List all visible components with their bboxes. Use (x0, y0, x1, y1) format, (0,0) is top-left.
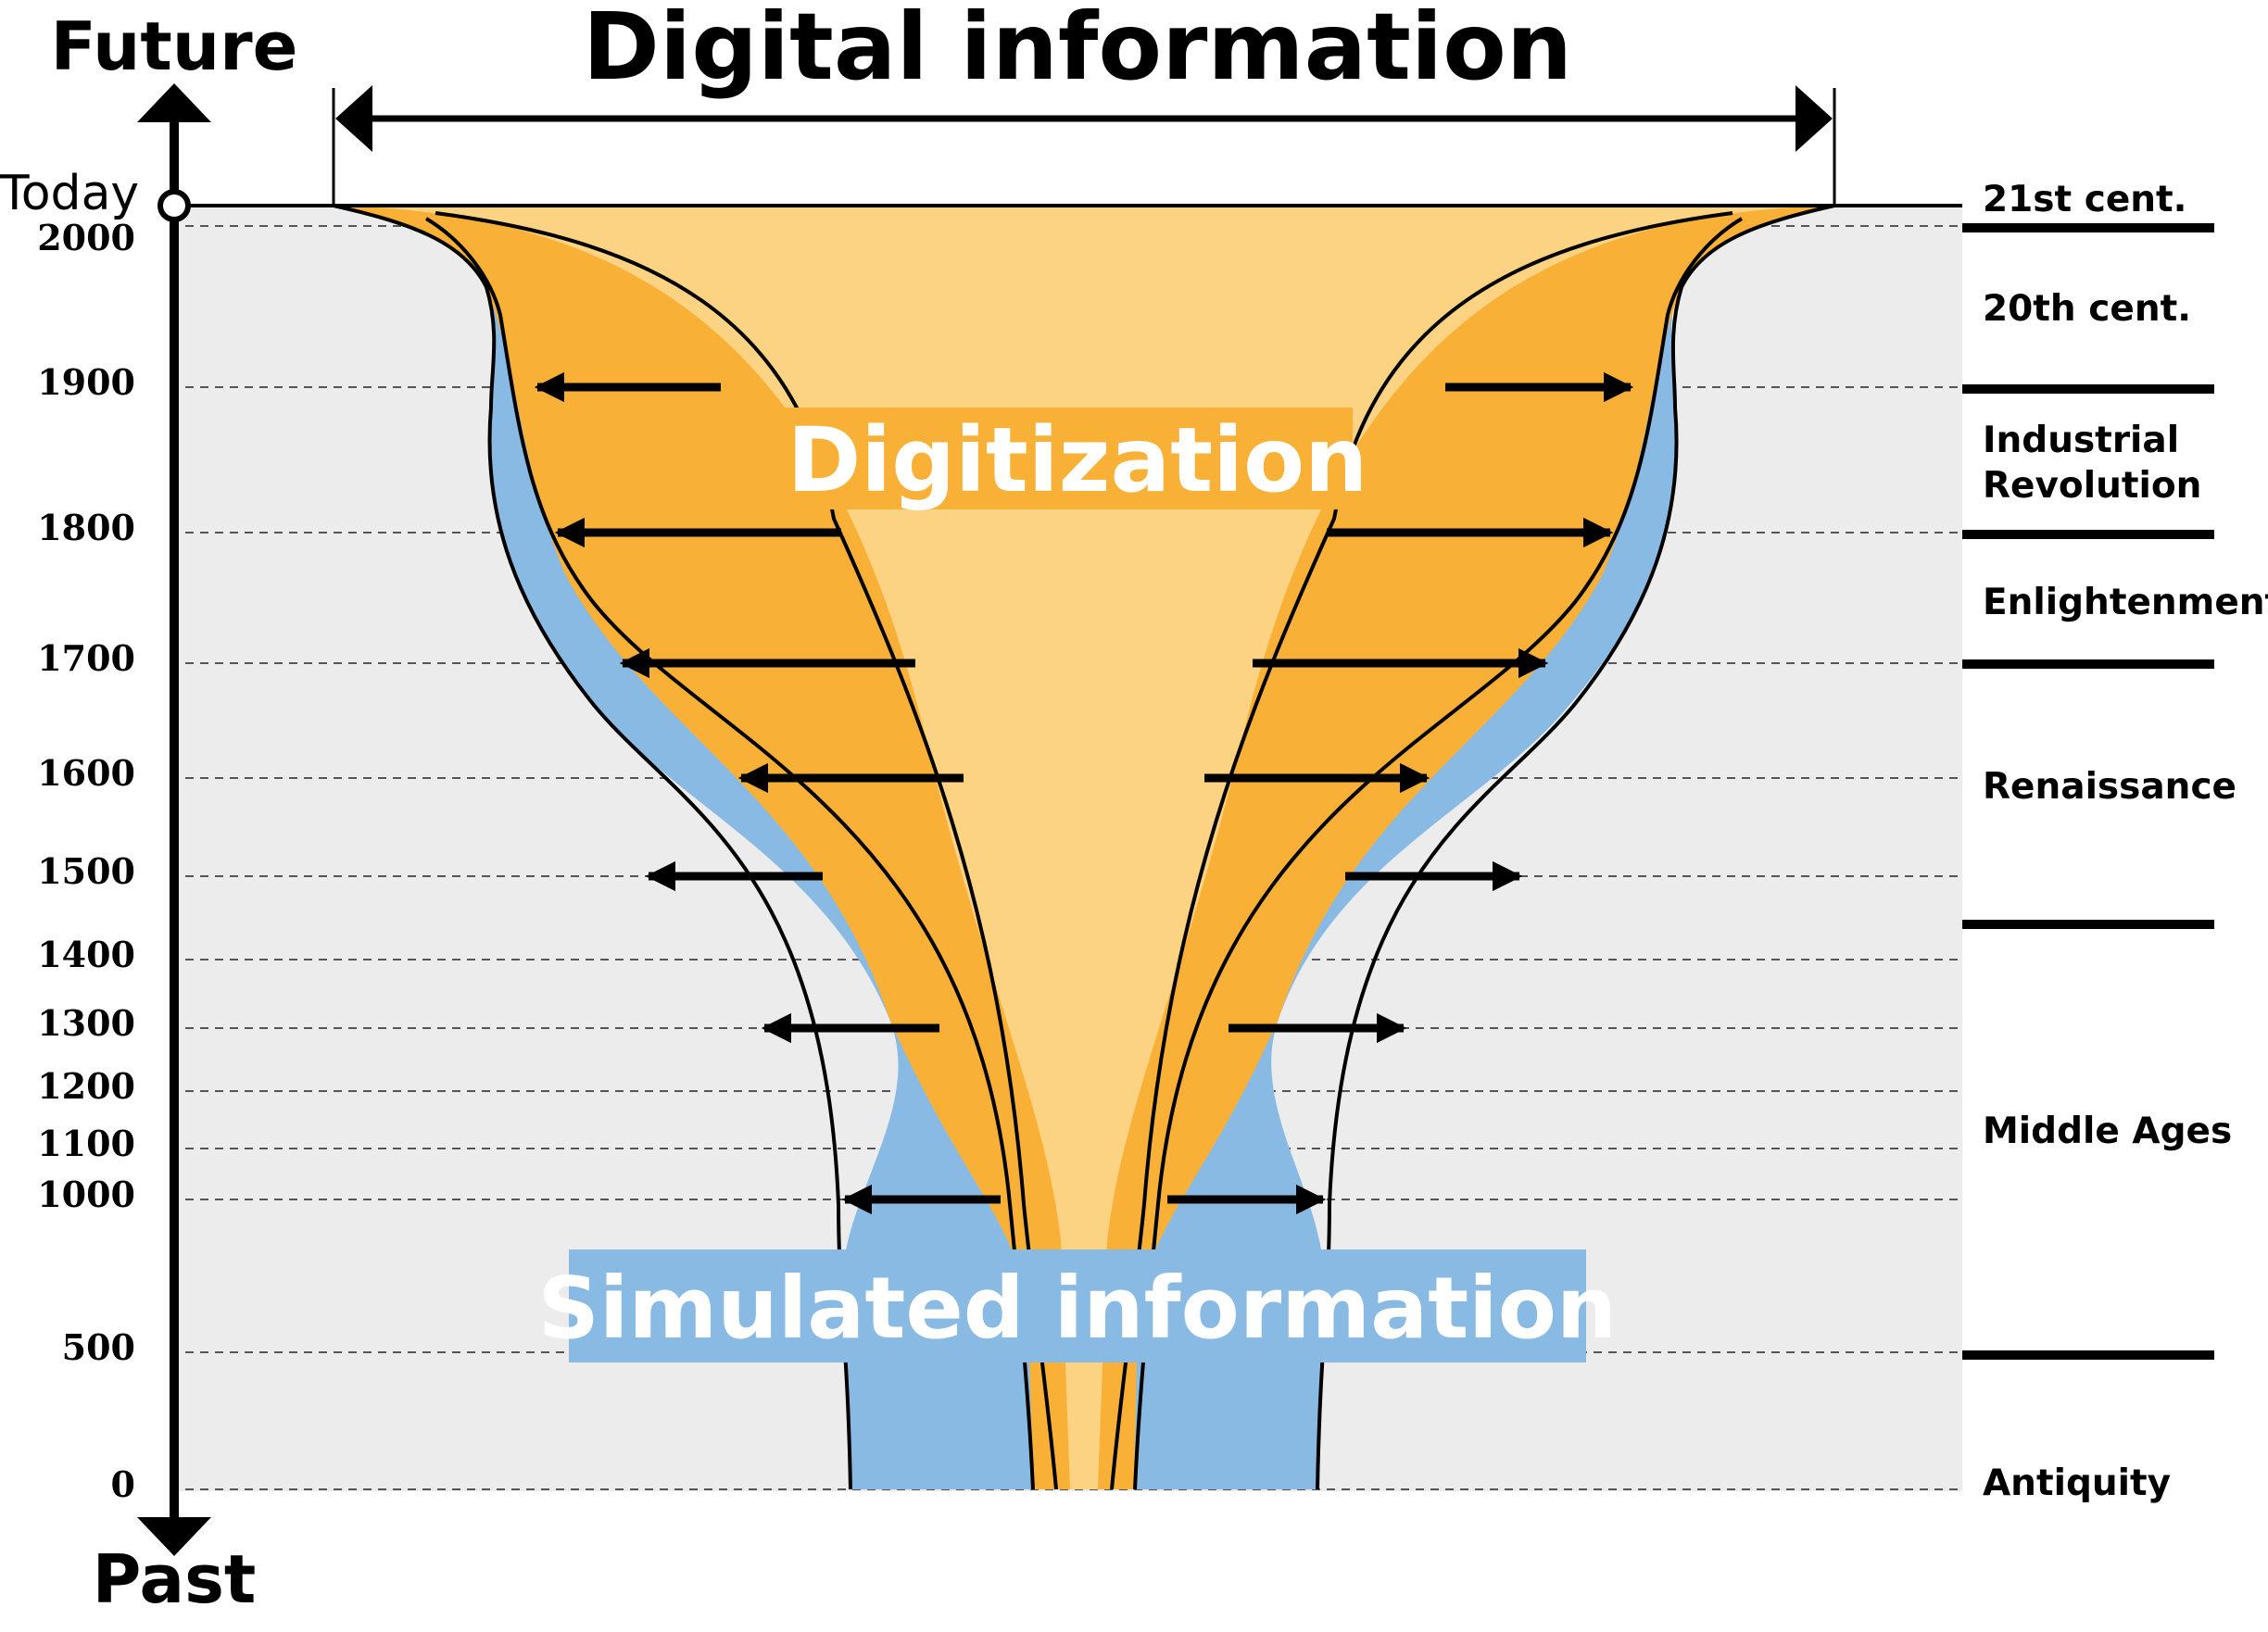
simulated-information-label-box (569, 1249, 1586, 1362)
simulated-information-label: Simulated information (538, 1259, 1618, 1358)
time-axis (137, 83, 211, 1556)
axis-past-label: Past (93, 1540, 257, 1618)
era-labels: 21st cent. 20th cent. Industrial Revolut… (1983, 179, 2268, 1504)
digital-information-region (334, 206, 1834, 1489)
year-label: 1700 (37, 637, 135, 679)
year-label: 0 (111, 1463, 135, 1505)
year-label: 1500 (37, 850, 135, 892)
year-label: 1400 (37, 934, 135, 975)
year-label: 1100 (37, 1123, 135, 1164)
axis-future-label: Future (51, 7, 298, 85)
era-label-20th-century: 20th cent. (1983, 288, 2191, 330)
past-arrowhead (137, 1517, 211, 1556)
year-labels: 2000 1900 1800 1700 1600 1500 1400 1300 … (37, 217, 135, 1505)
era-label-industrial: Industrial (1983, 420, 2179, 461)
era-label-antiquity: Antiquity (1983, 1463, 2171, 1504)
era-label-21st-century: 21st cent. (1983, 179, 2187, 220)
era-label-enlightenment: Enlightenment (1983, 582, 2268, 623)
today-marker (158, 189, 191, 222)
diagram-title: Digital information (583, 0, 1572, 101)
era-dividers (1962, 223, 2214, 1360)
year-label: 1200 (37, 1065, 135, 1107)
digitization-label-box (700, 408, 1353, 509)
axis-today-label: Today (0, 166, 139, 221)
digitization-arrows (534, 371, 1634, 1215)
year-label: 1000 (37, 1174, 135, 1215)
year-label: 1600 (37, 752, 135, 794)
digital-information-span (332, 85, 1836, 206)
era-label-middle-ages: Middle Ages (1983, 1111, 2232, 1152)
year-label: 2000 (37, 217, 135, 258)
year-label: 1800 (37, 507, 135, 548)
year-label: 1300 (37, 1002, 135, 1044)
era-label-renaissance: Renaissance (1983, 766, 2236, 808)
year-label: 1900 (37, 361, 135, 403)
future-arrowhead (137, 83, 211, 122)
digitization-label: Digitization (788, 408, 1368, 512)
year-label: 500 (62, 1326, 135, 1368)
era-label-revolution: Revolution (1983, 465, 2201, 507)
